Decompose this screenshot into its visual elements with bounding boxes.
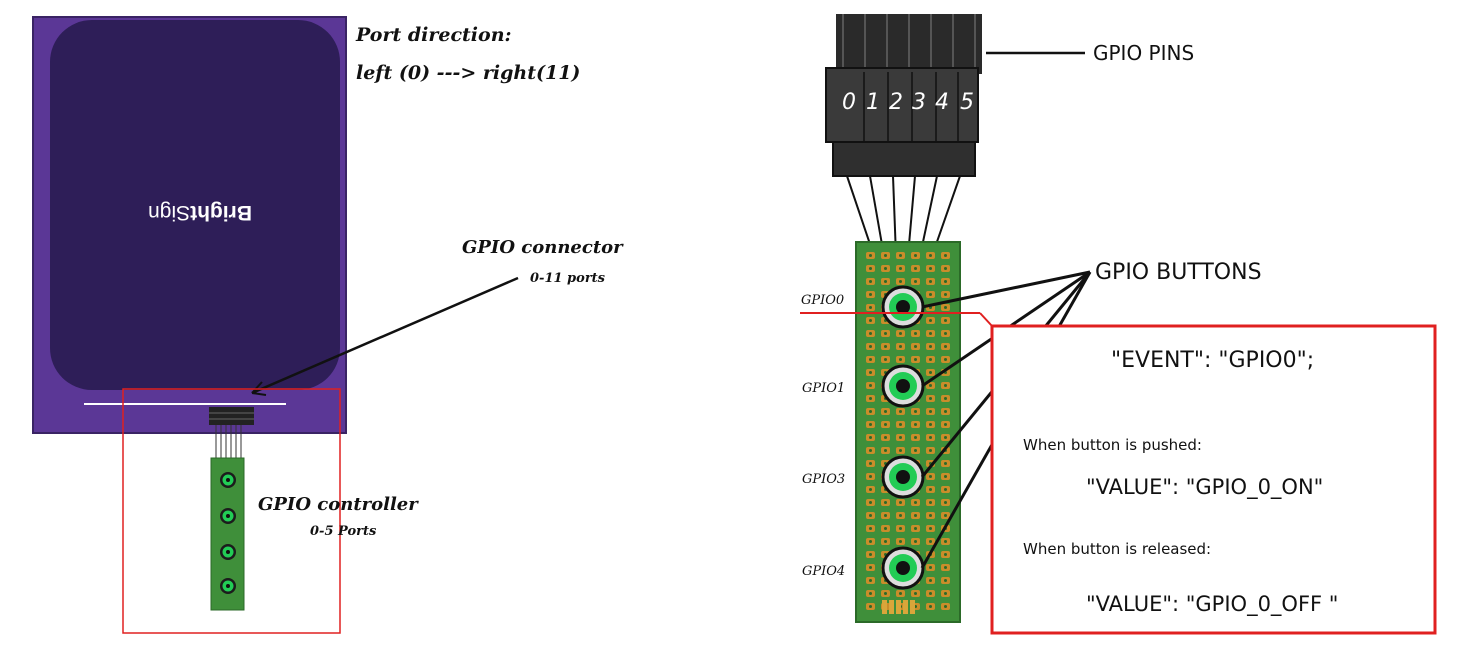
port-direction-range: left (0) ---> right(11): [356, 62, 581, 84]
port-direction-title: Port direction:: [356, 24, 512, 46]
controller-wires: [215, 425, 242, 458]
header-base: [832, 141, 976, 177]
brightsign-logo: BrightSign: [148, 201, 252, 224]
pin-number-1: 1: [866, 90, 880, 115]
pin-number-2: 2: [889, 90, 903, 115]
gpio-controller-label: GPIO controller: [258, 494, 418, 515]
gpio-label-1: GPIO1: [802, 381, 846, 396]
gpio-connector-block: [209, 407, 254, 425]
pin-number-5: 5: [960, 90, 974, 115]
brightsign-device: [32, 16, 347, 434]
pin-number-3: 3: [912, 90, 926, 115]
gpio-label-0: GPIO0: [801, 293, 845, 308]
pin-dividers: [863, 72, 959, 142]
gpio-label-4: GPIO4: [802, 564, 846, 579]
gpio-connector-label: GPIO connector: [462, 237, 623, 258]
cable-bundle: [836, 14, 982, 74]
gpio-buttons-label: GPIO BUTTONS: [1095, 260, 1262, 285]
device-face: [50, 20, 340, 390]
connector-pointer-arrow: [251, 276, 519, 396]
gpio-controller-ports: 0-5 Ports: [310, 524, 377, 539]
small-gpio-controller: [210, 457, 245, 611]
released-caption: When button is released:: [1023, 540, 1212, 558]
left-highlight-frame: [122, 388, 341, 634]
pushed-caption: When button is pushed:: [1023, 436, 1202, 454]
pin-number-0: 0: [842, 90, 856, 115]
gpio-pins-label: GPIO PINS: [1093, 41, 1195, 65]
event-line: "EVENT": "GPIO0";: [1111, 348, 1315, 373]
event-info-box: [990, 324, 1437, 635]
gpio-connector-ports: 0-11 ports: [530, 271, 605, 286]
pushed-value: "VALUE": "GPIO_0_ON": [1086, 475, 1324, 499]
gpio-label-3: GPIO3: [802, 472, 846, 487]
pin-header: [825, 67, 979, 143]
gpio-buttons: [881, 285, 925, 590]
pin-number-4: 4: [935, 90, 949, 115]
released-value: "VALUE": "GPIO_0_OFF ": [1086, 592, 1339, 616]
